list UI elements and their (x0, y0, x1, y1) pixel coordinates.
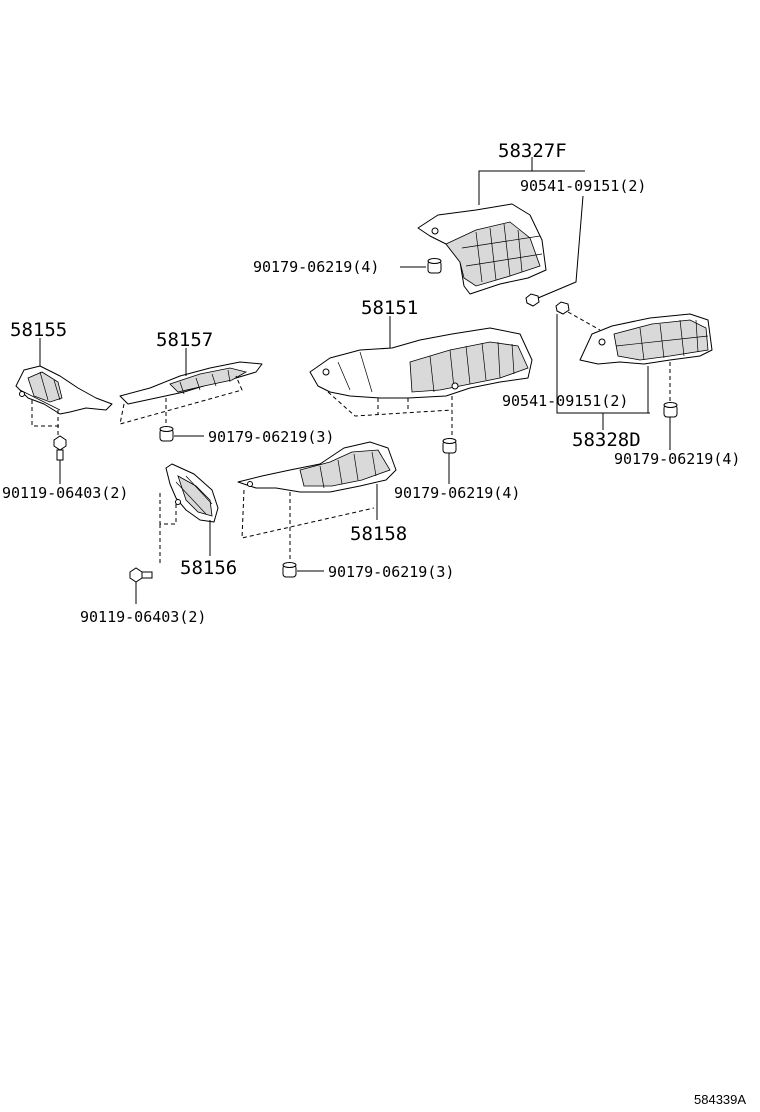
bolt-90119-left-icon[interactable] (53, 435, 67, 461)
leader-90541-top (537, 195, 584, 299)
leader-58327F (478, 157, 585, 205)
install-guide-58155 (31, 400, 60, 438)
fastener-label-90179-top: 90179-06219(4) (253, 258, 379, 276)
install-guide-58151 (327, 391, 453, 440)
figure-code: 584339A (694, 1092, 746, 1107)
fastener-label-90119-left: 90119-06403(2) (2, 484, 128, 502)
leader-58328D (556, 314, 650, 430)
install-guide-58158 (241, 489, 375, 562)
heat-insulator-58151[interactable] (309, 327, 533, 399)
nut-90541-top-icon[interactable] (525, 293, 540, 307)
part-number-58155: 58155 (10, 319, 67, 341)
fastener-label-90119-bottom: 90119-06403(2) (80, 608, 206, 626)
grommet-90179-58158-icon[interactable] (282, 562, 297, 578)
grommet-90179-58151-icon[interactable] (442, 438, 457, 454)
heat-insulator-58327F[interactable] (417, 203, 547, 295)
install-guide-58156 (159, 492, 177, 566)
part-number-58157: 58157 (156, 329, 213, 351)
heat-insulator-58158[interactable] (237, 441, 397, 493)
install-guide-58157 (119, 375, 243, 428)
heat-insulator-58328D[interactable] (579, 313, 713, 365)
heat-insulator-58157[interactable] (119, 361, 263, 405)
part-number-58156: 58156 (180, 557, 237, 579)
fastener-label-90541-top: 90541-09151(2) (520, 177, 646, 195)
part-number-58327F: 58327F (498, 140, 567, 162)
fastener-label-90179-right: 90179-06219(4) (614, 450, 740, 468)
heat-insulator-58156[interactable] (165, 463, 219, 523)
part-number-58328D: 58328D (572, 429, 641, 451)
part-number-58151: 58151 (361, 297, 418, 319)
grommet-90179-58157-icon[interactable] (159, 426, 174, 442)
part-number-58158: 58158 (350, 523, 407, 545)
fastener-label-90179-58158: 90179-06219(3) (328, 563, 454, 581)
fastener-label-90179-58157: 90179-06219(3) (208, 428, 334, 446)
nut-90541-right-icon[interactable] (555, 301, 570, 315)
grommet-90179-top-icon[interactable] (427, 258, 442, 274)
heat-insulator-58155[interactable] (15, 365, 113, 415)
fastener-label-90179-58151: 90179-06219(4) (394, 484, 520, 502)
install-guide-90541-right (567, 311, 601, 331)
grommet-90179-right-icon[interactable] (663, 402, 678, 418)
bolt-90119-bottom-icon[interactable] (129, 567, 153, 583)
fastener-label-90541-right: 90541-09151(2) (502, 392, 628, 410)
